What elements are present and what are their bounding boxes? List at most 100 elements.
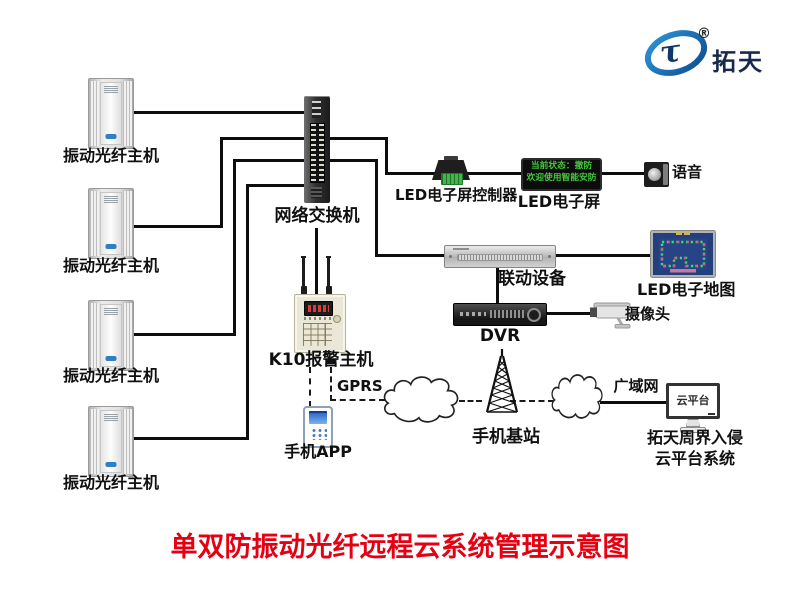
heatsink-fins xyxy=(90,303,99,368)
controller-ridge xyxy=(444,156,458,161)
device-nameplate xyxy=(104,196,118,203)
heatsink-fins xyxy=(123,303,132,368)
connector-line xyxy=(596,172,646,175)
led-screen-label: LED电子屏 xyxy=(517,192,601,211)
switch-uplink-ports xyxy=(312,101,321,118)
fiber-host-label: 振动光纤主机 xyxy=(62,256,159,275)
connector-line xyxy=(220,137,308,140)
monitor-screen: 云平台 xyxy=(666,383,720,419)
diagram-title: 单双防振动光纤远程云系统管理示意图 xyxy=(170,532,630,563)
k10-alarm-host-device xyxy=(294,294,346,353)
heatsink-fins xyxy=(123,191,132,256)
connector-line xyxy=(132,225,223,228)
monitor-base xyxy=(680,427,706,433)
device-nameplate xyxy=(104,414,118,421)
monitor-stand xyxy=(686,419,700,427)
fiber-host-device xyxy=(88,300,134,371)
switch-vent xyxy=(311,187,322,198)
connector-dashed xyxy=(309,367,311,407)
camera-label: 摄像头 xyxy=(625,305,671,323)
switch-label: 网络交换机 xyxy=(274,206,360,226)
connector-line xyxy=(496,264,499,305)
connector-line xyxy=(246,184,249,440)
connector-dashed xyxy=(330,399,385,401)
cloud-icon xyxy=(551,374,603,419)
led-map-device xyxy=(650,230,716,278)
connector-line xyxy=(132,111,308,114)
antenna-icon xyxy=(325,256,332,297)
platform-caption-line2: 云平台系统 xyxy=(654,449,735,468)
heatsink-fins xyxy=(123,81,132,146)
device-panel xyxy=(100,410,122,473)
connector-line xyxy=(543,312,590,315)
connector-line xyxy=(385,137,388,175)
phone-screen xyxy=(309,411,327,424)
alarm-indicator-row xyxy=(304,317,332,320)
fiber-host-label: 振动光纤主机 xyxy=(62,146,159,165)
switch-port-column xyxy=(310,123,325,183)
heatsink-fins xyxy=(90,81,99,146)
fiber-host-device xyxy=(88,78,134,149)
connector-line xyxy=(220,137,223,228)
connector-line xyxy=(330,159,378,162)
fiber-host-label: 振动光纤主机 xyxy=(62,473,159,492)
connector-line xyxy=(246,184,308,187)
linkage-label: 联动设备 xyxy=(498,269,566,289)
connector-line xyxy=(466,172,523,175)
phone-keypad xyxy=(309,427,327,440)
device-nameplate xyxy=(104,308,118,315)
dvr-indicators xyxy=(460,312,486,316)
connector-dashed xyxy=(510,400,554,402)
fiber-host-device xyxy=(88,188,134,259)
dvr-label: DVR xyxy=(479,326,521,346)
connector-line xyxy=(233,159,308,162)
device-panel xyxy=(100,304,122,367)
heatsink-fins xyxy=(90,409,99,474)
alarm-display xyxy=(304,301,333,316)
cloud-icon xyxy=(383,376,459,423)
connector-line xyxy=(315,228,318,296)
cell-tower-icon xyxy=(485,349,519,413)
led-display-line2: 欢迎使用智能安防 xyxy=(526,172,597,183)
heatsink-fins xyxy=(123,409,132,474)
led-controller-device xyxy=(432,156,470,186)
brand-badge xyxy=(105,462,117,467)
registered-mark: ® xyxy=(697,26,711,42)
antenna-icon xyxy=(300,256,307,297)
camera-graphic xyxy=(590,302,631,329)
cloud-platform-label: 云平台 xyxy=(676,394,710,407)
brand-badge xyxy=(105,356,117,361)
connector-dashed xyxy=(330,367,332,401)
brand-logo-icon xyxy=(644,30,708,76)
dvr-device xyxy=(453,303,547,326)
brand-badge xyxy=(105,244,117,249)
connector-line xyxy=(132,437,249,440)
connector-line xyxy=(375,254,446,257)
connector-line xyxy=(233,159,236,336)
connector-line xyxy=(132,333,236,336)
led-controller-label: LED电子屏控制器 xyxy=(395,186,518,204)
rack-vent-slot xyxy=(457,254,543,261)
device-nameplate xyxy=(104,86,118,93)
network-switch-device xyxy=(304,96,330,203)
fiber-host-device xyxy=(88,406,134,477)
brand-name: 拓天 xyxy=(712,48,764,76)
voice-label: 语音 xyxy=(672,163,703,181)
connector-line xyxy=(552,254,652,257)
brand-badge xyxy=(105,134,117,139)
dvr-buttons xyxy=(490,310,524,318)
connector-dashed xyxy=(459,400,482,402)
device-panel xyxy=(100,82,122,145)
connector-line xyxy=(600,401,668,404)
led-map-label: LED电子地图 xyxy=(637,280,736,299)
led-map-graphic xyxy=(650,230,716,278)
gprs-label: GPRS xyxy=(337,377,383,395)
wan-label: 广域网 xyxy=(613,377,659,395)
led-display-device: 当前状态：撤防 欢迎使用智能安防 xyxy=(521,158,602,191)
alarm-side-button xyxy=(333,315,341,323)
connector-line xyxy=(375,159,378,257)
linkage-device xyxy=(444,245,556,268)
phone-device xyxy=(303,406,333,448)
controller-terminal-block xyxy=(441,173,463,185)
